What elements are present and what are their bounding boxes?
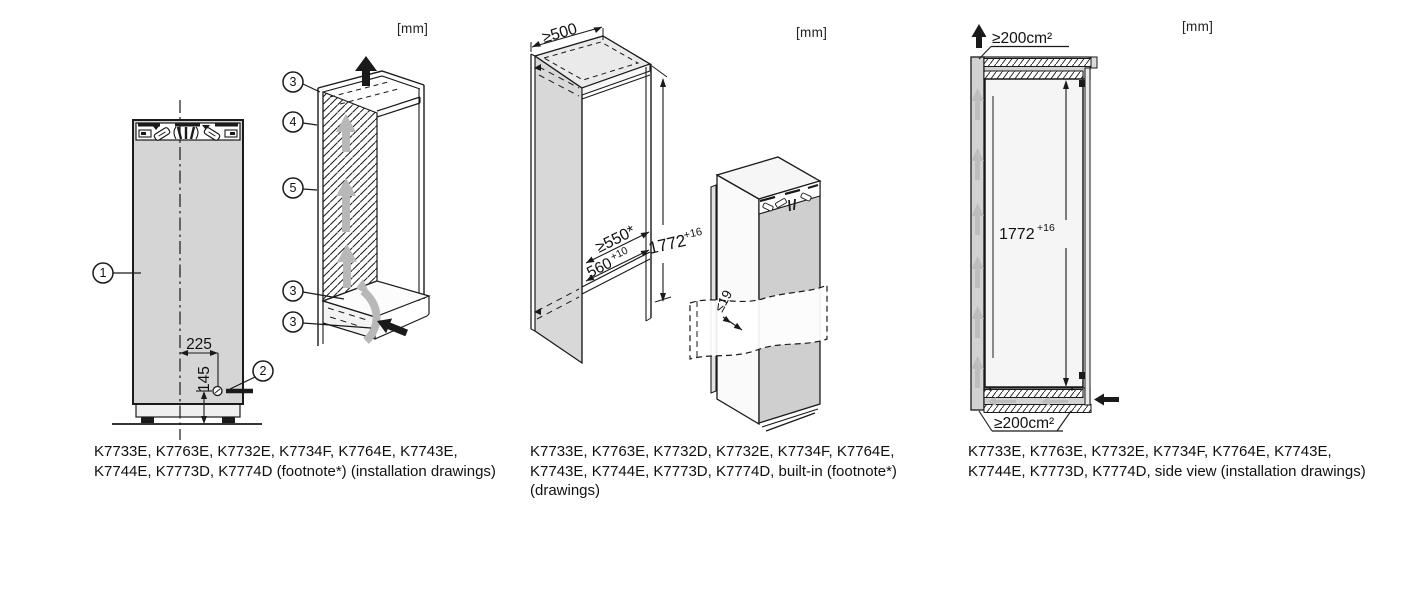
svg-text:≥200cm²: ≥200cm² — [992, 30, 1052, 47]
unit-label-mm-3: [mm] — [1182, 19, 1214, 34]
svg-text:2: 2 — [260, 364, 267, 378]
callout-3-bottom-1: 3 — [282, 280, 345, 302]
niche-side-panel — [534, 54, 583, 365]
front-view-drawing: 225 145 1 — [92, 100, 274, 440]
bottom-vent-grille — [983, 389, 1092, 413]
dim-145-label: 145 — [196, 366, 213, 392]
caption-built-in: K7733E, K7763E, K7732D, K7732E, K7734F, … — [530, 443, 897, 499]
callout-3-bottom-2: 3 — [282, 311, 372, 333]
dimension-niche-height: 1772 +16 — [647, 65, 703, 303]
dim-1772-side-tolerance: +16 — [1037, 222, 1055, 234]
figure-side-view: 1772 +16 ≥200cm² — [970, 24, 1119, 432]
dim-1772-side-label: 1772 — [999, 226, 1035, 243]
figure-installation-front: 225 145 1 — [92, 56, 431, 440]
top-hinge-detail-builtin — [758, 180, 821, 215]
svg-text:5: 5 — [290, 181, 297, 195]
niche-wall-edge — [710, 184, 717, 394]
callout-2: 2 — [229, 360, 274, 390]
appliance-body — [132, 119, 244, 405]
appliance-side — [984, 78, 1084, 388]
airflow-arrows — [336, 114, 381, 344]
callout-3-top: 3 — [282, 71, 321, 93]
furniture-door-panel — [689, 284, 828, 360]
air-intake-arrow — [377, 318, 408, 337]
exhaust-air-arrow — [355, 56, 377, 86]
exhaust-air-arrow-side — [971, 24, 987, 48]
dim-500-label: ≥500 — [540, 20, 579, 46]
air-intake-arrow-side — [1094, 393, 1119, 406]
figure-built-in-niche: ≥500 1772 +16 — [530, 20, 828, 432]
svg-text:≥200cm²: ≥200cm² — [994, 415, 1054, 432]
furniture-door-side — [1084, 67, 1091, 406]
svg-text:1: 1 — [100, 266, 107, 280]
airflow-left-arrows — [987, 397, 1068, 406]
bottom-vent-label: ≥200cm² — [978, 410, 1072, 432]
plinth — [135, 403, 241, 418]
dimension-height: 1772 +16 — [999, 80, 1069, 387]
dim-225-label: 225 — [186, 336, 212, 353]
top-vent-label: ≥200cm² — [978, 30, 1069, 60]
dimension-145: 145 — [196, 366, 213, 424]
dim-1772-label: 1772 — [647, 231, 688, 258]
dimension-225: 225 — [180, 336, 219, 386]
svg-text:3: 3 — [290, 75, 297, 89]
built-in-unit-drawing: ≤19 — [689, 156, 828, 432]
airflow-up-arrows — [971, 88, 984, 388]
top-hinge-detail — [135, 122, 241, 141]
caption-side-view: K7733E, K7763E, K7732E, K7734F, K7764E, … — [968, 443, 1366, 480]
callout-4: 4 — [282, 111, 318, 133]
connection-point — [212, 385, 253, 397]
caption-installation-front: K7733E, K7763E, K7732E, K7734F, K7764E, … — [94, 443, 496, 480]
svg-text:3: 3 — [290, 315, 297, 329]
svg-text:4: 4 — [290, 115, 297, 129]
side-view-drawing: 1772 +16 ≥200cm² — [970, 24, 1119, 432]
niche-drawing: ≥500 1772 +16 — [530, 20, 703, 365]
callout-5: 5 — [282, 177, 318, 199]
svg-text:3: 3 — [290, 284, 297, 298]
unit-label-mm-2: [mm] — [796, 25, 828, 40]
dim-1772-tolerance: +16 — [682, 226, 703, 242]
callout-1: 1 — [92, 262, 141, 284]
housing-unit-drawing: 3 4 5 3 3 — [282, 56, 431, 346]
top-vent-grille — [983, 56, 1098, 80]
unit-label-mm-1: [mm] — [397, 21, 429, 36]
